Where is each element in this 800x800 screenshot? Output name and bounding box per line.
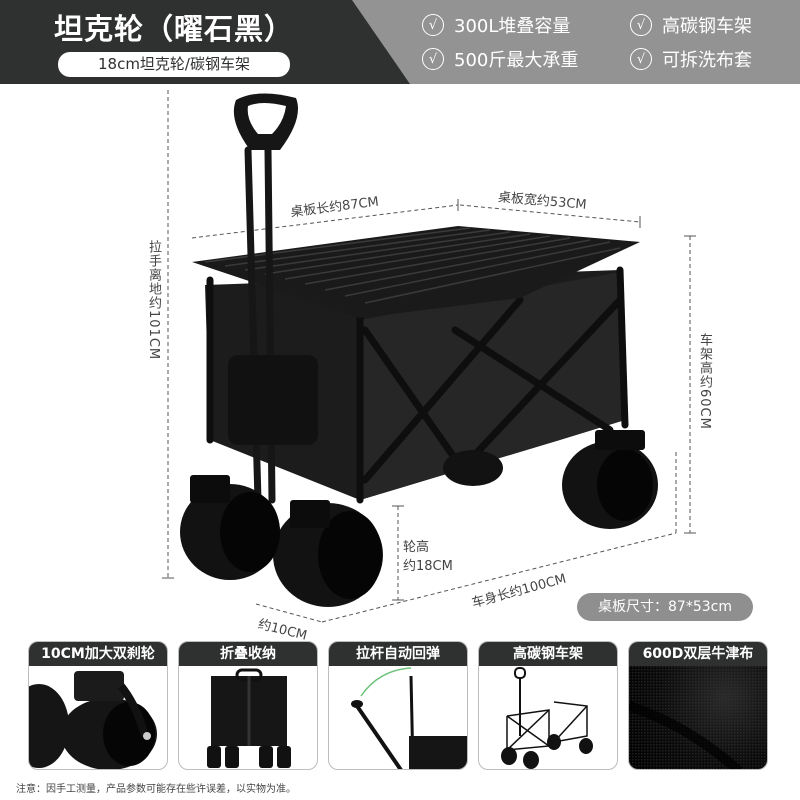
feature-item: √ 300L堆叠容量 bbox=[422, 12, 570, 38]
check-circle-icon: √ bbox=[630, 48, 652, 70]
card-label: 10CM加大双刹轮 bbox=[29, 642, 167, 666]
feature-label: 高碳钢车架 bbox=[662, 16, 752, 37]
feature-label: 500斤最大承重 bbox=[454, 50, 579, 71]
check-circle-icon: √ bbox=[422, 48, 444, 70]
product-title: 坦克轮（曜石黑） bbox=[54, 12, 295, 46]
wheel-height-label-line1: 轮高 bbox=[403, 540, 430, 555]
steel-frame-image bbox=[479, 666, 617, 769]
check-circle-icon: √ bbox=[630, 14, 652, 36]
check-circle-icon: √ bbox=[422, 14, 444, 36]
feature-card-steel-frame: 高碳钢车架 bbox=[478, 641, 618, 770]
feature-label: 300L堆叠容量 bbox=[454, 16, 571, 37]
disclaimer-note: 注意：因手工测量，产品参数可能存在些许误差，以实物为准。 bbox=[16, 784, 296, 795]
feature-card-folding: 折叠收纳 bbox=[178, 641, 318, 770]
feature-card-auto-rebound: 拉杆自动回弹 bbox=[328, 641, 468, 770]
card-label: 高碳钢车架 bbox=[479, 642, 617, 666]
handle-height-label: 拉手离地约101CM bbox=[146, 240, 161, 361]
wagon-illustration bbox=[162, 90, 696, 623]
feature-card-oxford-fabric: 600D双层牛津布 bbox=[628, 641, 768, 770]
product-subtitle-badge: 18cm坦克轮/碳钢车架 bbox=[58, 52, 290, 77]
feature-item: √ 可拆洗布套 bbox=[630, 46, 752, 72]
oxford-fabric-image bbox=[629, 666, 767, 769]
handle-rebound-image bbox=[329, 666, 467, 769]
frame-height-label: 车架高约60CM bbox=[697, 333, 712, 430]
feature-item: √ 高碳钢车架 bbox=[630, 12, 752, 38]
brake-wheel-image bbox=[29, 666, 167, 769]
wheel-height-label-line2: 约18CM bbox=[403, 559, 453, 574]
table-size-badge: 桌板尺寸：87*53cm bbox=[577, 593, 753, 621]
card-label: 600D双层牛津布 bbox=[629, 642, 767, 666]
card-label: 拉杆自动回弹 bbox=[329, 642, 467, 666]
folded-wagon-image bbox=[179, 666, 317, 769]
feature-label: 可拆洗布套 bbox=[662, 50, 752, 71]
feature-card-brake-wheel: 10CM加大双刹轮 bbox=[28, 641, 168, 770]
feature-item: √ 500斤最大承重 bbox=[422, 46, 578, 72]
card-label: 折叠收纳 bbox=[179, 642, 317, 666]
